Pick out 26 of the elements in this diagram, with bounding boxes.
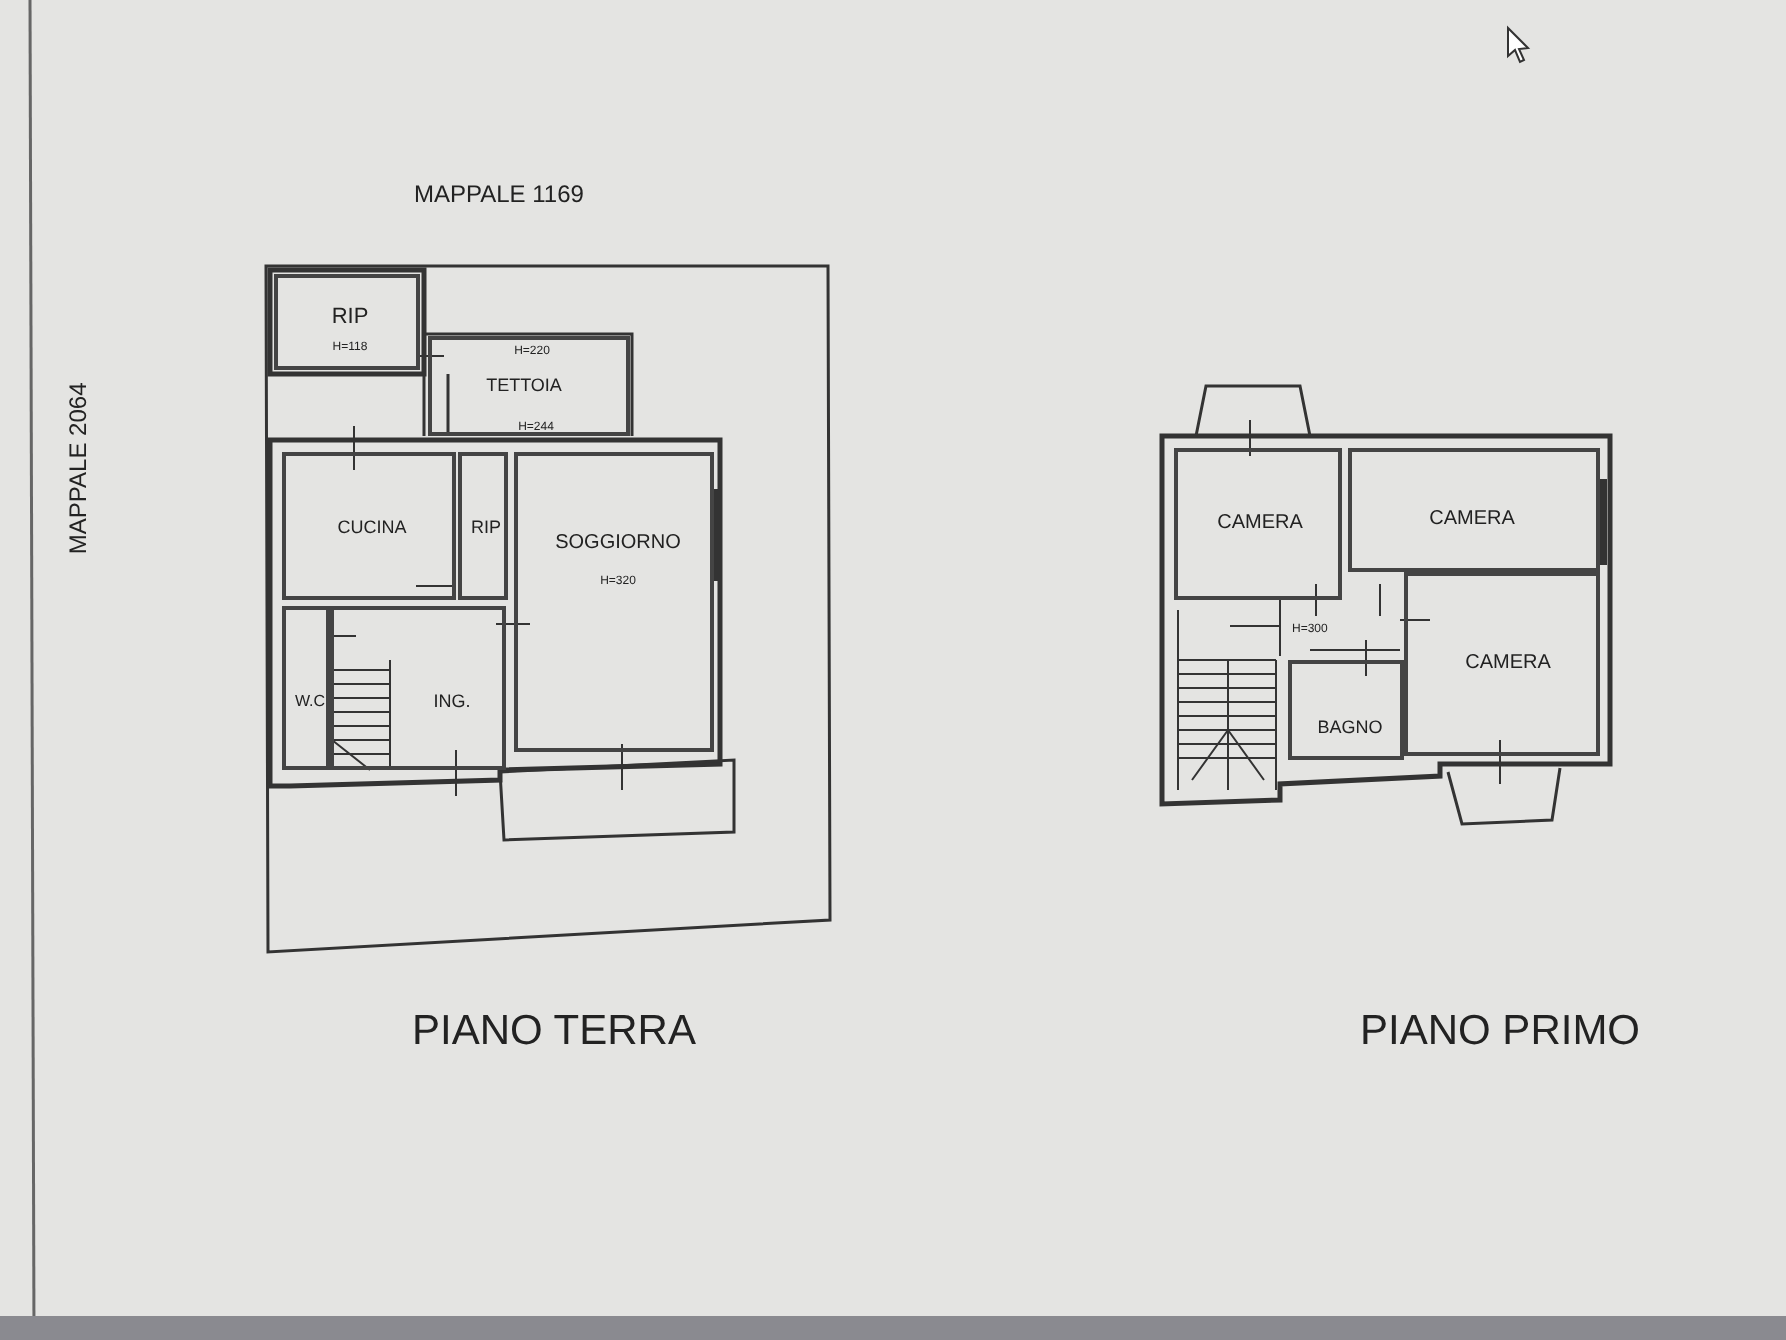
room-outline xyxy=(274,274,420,370)
plot-label: MAPPALE 1169 xyxy=(414,182,584,206)
room-outline xyxy=(330,606,506,770)
room-outline xyxy=(1174,448,1342,600)
room-outline xyxy=(282,452,456,600)
room-outline xyxy=(458,452,508,600)
plot-label: MAPPALE 2064 xyxy=(66,382,91,555)
room-name: RIP xyxy=(471,519,501,537)
floor-title: PIANO TERRA xyxy=(412,1010,696,1052)
room-name: SOGGIORNO xyxy=(555,534,681,554)
room-name: RIP xyxy=(331,307,369,329)
room-name: W.C xyxy=(294,694,326,710)
room-name: TETTOIA xyxy=(486,377,562,395)
room-name: CAMERA xyxy=(1217,514,1303,534)
room-name: CUCINA xyxy=(337,519,407,537)
room-name: ING. xyxy=(433,693,471,711)
room-outline xyxy=(1288,660,1404,760)
floor-title: PIANO PRIMO xyxy=(1360,1010,1641,1052)
room-name: CAMERA xyxy=(1465,654,1551,674)
room-outline xyxy=(1404,572,1600,756)
room-name: CAMERA xyxy=(1429,510,1515,530)
room-name: BAGNO xyxy=(1317,719,1383,737)
room-outline xyxy=(428,336,630,436)
room-outline xyxy=(514,452,714,752)
room-outline xyxy=(1348,448,1600,572)
room-outline xyxy=(282,606,330,770)
